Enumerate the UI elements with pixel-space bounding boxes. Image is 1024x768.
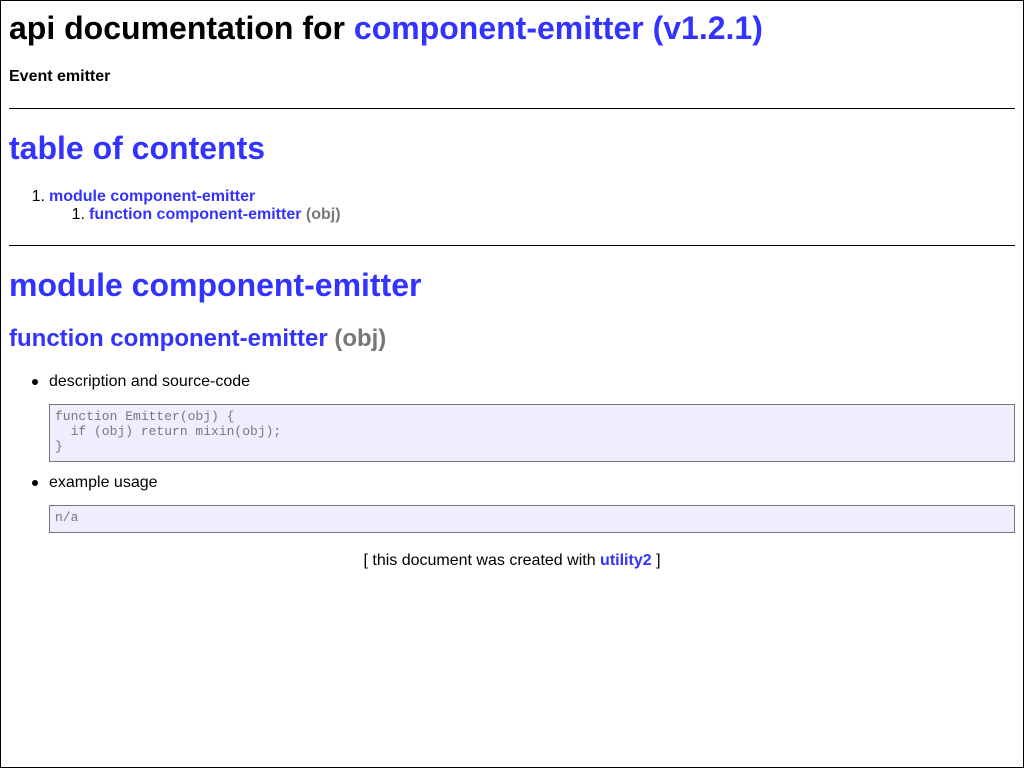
divider <box>9 245 1015 246</box>
footer-suffix: ] <box>656 552 661 569</box>
toc-item-module: 1. module component-emitter <box>9 188 341 206</box>
toc-function-signature: (obj) <box>305 206 341 223</box>
example-code-block: n/a <box>49 505 1015 533</box>
page-title-prefix: api documentation for <box>9 10 345 46</box>
toc-item-number: 1. <box>71 206 85 223</box>
footer-prefix: [ this document was created with <box>363 552 596 569</box>
toc-link-module[interactable]: module component-emitter <box>49 188 256 205</box>
function-heading: function component-emitter (obj) <box>9 324 386 354</box>
toc-item-number: 1. <box>31 188 45 205</box>
page-title: api documentation for component-emitter … <box>9 10 763 46</box>
section-label-description: description and source-code <box>31 373 251 390</box>
table-of-contents: 1. module component-emitter 1. function … <box>9 188 341 224</box>
footer: [ this document was created with utility… <box>1 551 1023 571</box>
function-link[interactable]: function component-emitter <box>9 325 328 352</box>
package-link[interactable]: component-emitter (v1.2.1) <box>353 10 763 46</box>
source-code-block: function Emitter(obj) { if (obj) return … <box>49 404 1015 462</box>
divider <box>9 108 1015 109</box>
toc-item-function: 1. function component-emitter (obj) <box>9 206 341 224</box>
module-heading[interactable]: module component-emitter <box>9 267 422 303</box>
toc-heading[interactable]: table of contents <box>9 130 266 166</box>
footer-utility2-link[interactable]: utility2 <box>600 552 652 569</box>
package-description: Event emitter <box>9 68 111 85</box>
toc-link-function[interactable]: function component-emitter <box>89 206 302 223</box>
function-signature: (obj) <box>334 325 387 352</box>
section-label-example: example usage <box>32 474 158 491</box>
